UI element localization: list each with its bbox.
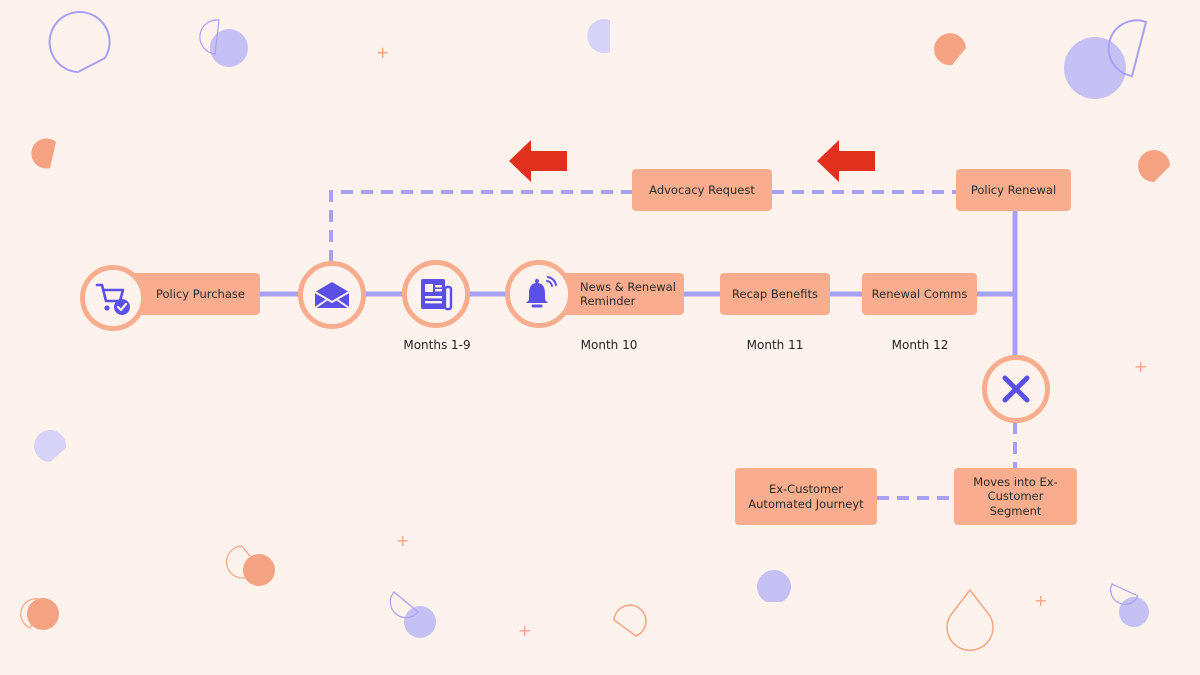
ex-customer-journey-label: Ex-Customer Automated Journeyt	[748, 482, 864, 511]
deco-plus: +	[376, 43, 389, 62]
deco-drop	[31, 138, 56, 169]
month-label-10: Month 10	[580, 338, 638, 352]
newspaper-icon	[421, 279, 453, 311]
deco-drop	[1110, 583, 1139, 605]
month-label-11: Month 11	[746, 338, 804, 352]
month-label-1-9: Months 1-9	[403, 338, 471, 352]
ex-customer-segment-label: Moves into Ex-Customer Segment	[973, 474, 1058, 518]
reminder-node	[505, 260, 573, 328]
deco-drop	[587, 18, 610, 54]
arrow-left-icon	[509, 140, 567, 182]
advocacy-request-label: Advocacy Request	[649, 182, 755, 197]
renewal-comms-label: Renewal Comms	[871, 286, 968, 301]
bell-icon	[526, 276, 557, 308]
advocacy-dashed-line	[329, 190, 632, 262]
recap-benefits-box: Recap Benefits	[720, 273, 830, 315]
deco-drop	[20, 598, 43, 629]
deco-plus: +	[518, 621, 531, 640]
deco-plus: +	[1034, 591, 1047, 610]
deco-drop	[613, 604, 647, 637]
deco-circle	[1064, 37, 1126, 99]
policy-renewal-label: Policy Renewal	[970, 182, 1057, 197]
recap-benefits-label: Recap Benefits	[732, 286, 818, 301]
renewal-comms-box: Renewal Comms	[862, 273, 977, 315]
deco-drop	[946, 588, 994, 652]
deco-drop	[389, 591, 419, 619]
policy-purchase-label: Policy Purchase	[156, 286, 245, 301]
deco-circle	[210, 29, 248, 67]
deco-circle	[404, 606, 436, 638]
deco-drop	[199, 19, 220, 55]
month-label-12: Month 12	[891, 338, 949, 352]
deco-circle	[243, 554, 275, 586]
deco-circle	[27, 598, 59, 630]
ex-customer-segment-box: Moves into Ex-Customer Segment	[954, 468, 1077, 525]
arrow-left-icon	[817, 140, 875, 182]
deco-drop	[934, 33, 966, 66]
deco-plus: +	[396, 531, 409, 550]
deco-drop	[1107, 19, 1148, 78]
news-renewal-label: News & Renewal Reminder	[580, 279, 676, 308]
policy-purchase-box: Policy Purchase	[132, 273, 260, 315]
policy-renewal-box: Policy Renewal	[956, 169, 1071, 211]
news-renewal-box: News & Renewal Reminder	[556, 273, 684, 315]
ex-customer-journey-box: Ex-Customer Automated Journeyt	[735, 468, 877, 525]
deco-drop	[48, 11, 111, 74]
purchase-node	[80, 265, 146, 331]
churn-node	[982, 355, 1050, 423]
envelope-icon	[314, 282, 350, 309]
advocacy-request-box: Advocacy Request	[632, 169, 772, 211]
deco-drop	[225, 545, 259, 579]
shopping-cart-check-icon	[95, 283, 130, 315]
deco-plus: +	[1134, 357, 1147, 376]
deco-drop	[1138, 150, 1170, 182]
deco-drop	[34, 430, 67, 462]
newsletter-node	[402, 260, 470, 328]
close-icon	[1002, 375, 1030, 403]
email-node	[298, 261, 366, 329]
deco-drop	[757, 570, 791, 602]
